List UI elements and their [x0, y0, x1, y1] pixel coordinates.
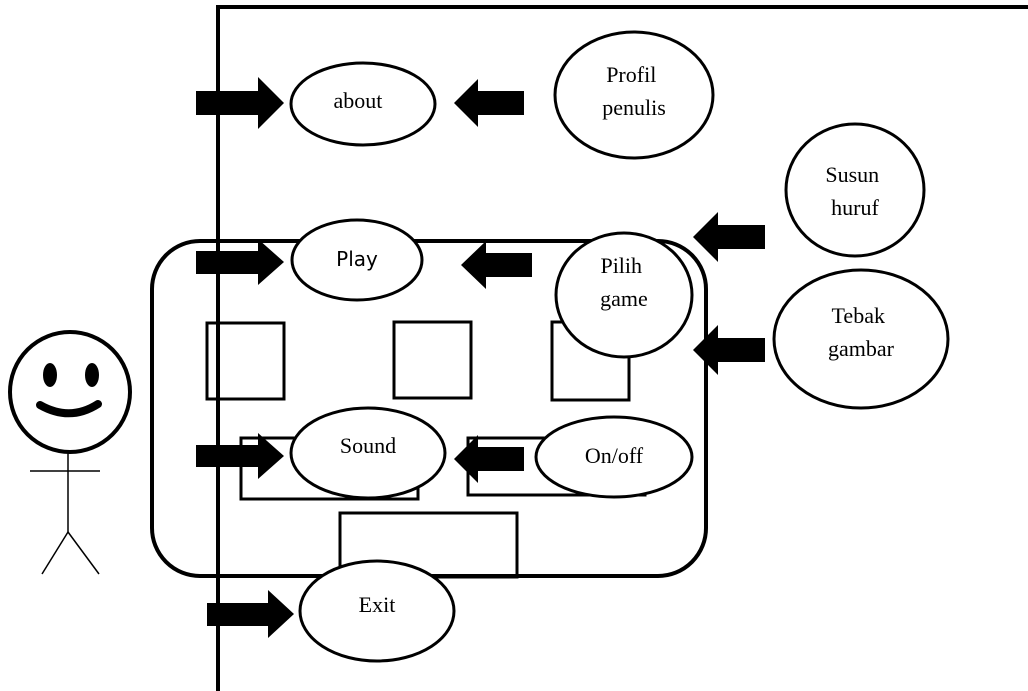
about-node — [289, 61, 437, 147]
stick-figure-actor-icon — [8, 330, 132, 575]
exit-node — [298, 559, 456, 663]
sound-node — [289, 406, 447, 500]
onoff-label: On/off — [585, 443, 644, 468]
play-label: Play — [336, 247, 378, 271]
tebak-gambar-label: Tebak gambar — [828, 303, 895, 361]
profil-penulis-label: Profil penulis — [602, 62, 666, 120]
susun-huruf-node — [784, 122, 926, 258]
pilih-game-node — [554, 231, 694, 359]
left-arrow-icon — [454, 79, 524, 127]
onoff-node — [534, 415, 694, 499]
sound-label: Sound — [340, 433, 396, 458]
exit-label: Exit — [359, 592, 396, 617]
about-label: about — [334, 88, 383, 113]
left-arrow-icon — [693, 325, 765, 375]
right-arrow-icon — [196, 433, 284, 479]
pilih-game-label: Pilih game — [600, 253, 648, 311]
right-arrow-icon — [196, 239, 284, 285]
tebak-gambar-node — [772, 268, 950, 410]
play-node — [290, 218, 424, 302]
right-arrow-icon — [196, 77, 284, 129]
left-arrow-icon — [693, 212, 765, 262]
placeholder-box-2 — [392, 320, 473, 400]
placeholder-box-1 — [205, 321, 286, 401]
profil-penulis-node — [553, 30, 715, 160]
smiley-face-icon — [8, 330, 132, 454]
left-arrow-icon — [461, 241, 532, 289]
right-arrow-icon — [207, 590, 294, 638]
left-arrow-icon — [454, 435, 524, 483]
susun-huruf-label: Susun huruf — [825, 162, 884, 220]
